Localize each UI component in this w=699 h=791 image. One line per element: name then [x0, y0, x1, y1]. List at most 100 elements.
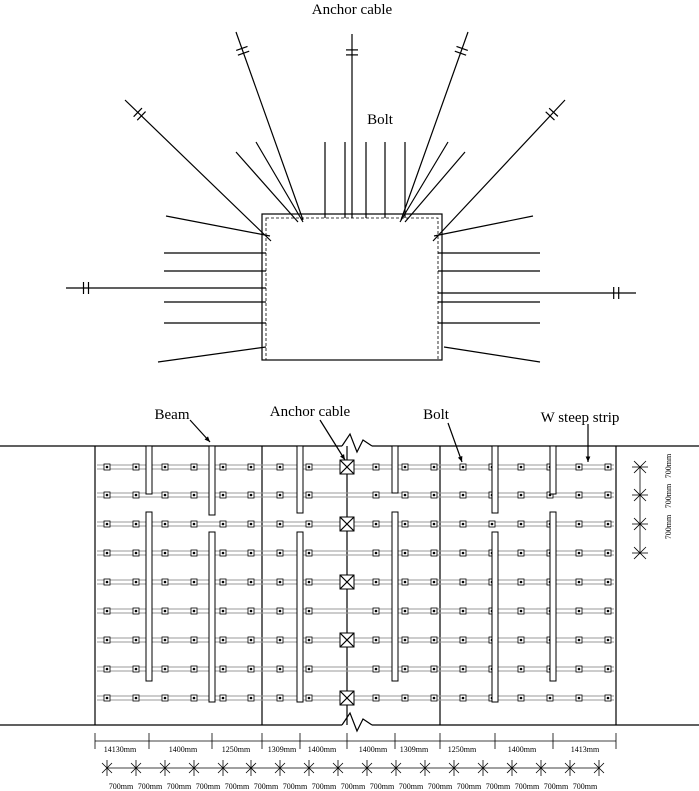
bolt-marker-dot [374, 638, 378, 642]
bolt-marker-dot [221, 609, 225, 613]
bolt-marker-dot [249, 667, 253, 671]
section-anchor-cable-label: Anchor cable [312, 2, 393, 18]
bolt-marker-dot [249, 609, 253, 613]
bolt-marker-dot [374, 522, 378, 526]
bolt-marker-dot [606, 493, 610, 497]
bolt-spacing-slash [303, 762, 315, 774]
bolt-spacing-slash [245, 762, 257, 774]
bolt-marker-dot [221, 638, 225, 642]
bolt-marker-dot [432, 580, 436, 584]
bolt-marker-dot [403, 580, 407, 584]
bolt-marker-dot [192, 609, 196, 613]
beam-strip [296, 531, 304, 703]
bolt-marker-dot [519, 493, 523, 497]
bolt-spacing-slash [274, 762, 286, 774]
bolt-marker-dot [432, 493, 436, 497]
bolt-marker-dot [606, 667, 610, 671]
bolt-marker-dot [134, 465, 138, 469]
bolt-marker-dot [403, 522, 407, 526]
bolt-spacing-dim: 700mm [341, 782, 366, 791]
bolt-marker-dot [278, 696, 282, 700]
bolt-marker-dot [105, 580, 109, 584]
bolt-marker-dot [278, 522, 282, 526]
break-symbol-top [341, 432, 373, 454]
bolt-marker-dot [606, 696, 610, 700]
bolt-pointer-head [457, 456, 463, 462]
roadway-outline [261, 213, 443, 361]
bolt-marker-dot [374, 667, 378, 671]
bolt-marker-dot [403, 609, 407, 613]
bolt-marker-dot [134, 638, 138, 642]
bolt-marker-dot [307, 580, 311, 584]
bolt-marker-dot [519, 551, 523, 555]
bolt-spacing-slash [101, 762, 113, 774]
bolt-marker-dot [519, 696, 523, 700]
bolt-marker-dot [461, 551, 465, 555]
anchor-cable-marker-cross [339, 632, 355, 648]
segment-dim-7: 1309mm [400, 745, 429, 754]
cable-coupler-mark [237, 50, 250, 56]
bolt-marker-dot [278, 609, 282, 613]
bolt-marker-dot [163, 522, 167, 526]
segment-dim-2: 1400mm [169, 745, 198, 754]
bolt-marker-dot [307, 493, 311, 497]
bolt-marker-dot [461, 465, 465, 469]
beam-strip [491, 531, 499, 703]
bolt-marker-dot [163, 551, 167, 555]
bolt-marker-dot [577, 638, 581, 642]
bolt-marker-dot [461, 696, 465, 700]
bolt-spacing-dim: 700mm [457, 782, 482, 791]
bolt-marker-dot [278, 551, 282, 555]
bolt-marker-dot [606, 580, 610, 584]
bolt-marker-dot [606, 465, 610, 469]
section-bolt-line [404, 151, 466, 223]
bolt-spacing-slash [188, 762, 200, 774]
beam-pointer-head [204, 436, 210, 442]
bolt-marker-dot [432, 522, 436, 526]
plan-beam-label: Beam [155, 407, 190, 423]
segment-dims: 14130mm 1400mm 1250mm 1309mm 1400mm 1400… [104, 745, 600, 754]
bolt-marker-dot [163, 465, 167, 469]
section-bolt-line [255, 141, 304, 223]
segment-dim-5: 1400mm [308, 745, 337, 754]
bolt-marker-dot [105, 493, 109, 497]
bolt-marker-dot [192, 551, 196, 555]
section-bolt-line [157, 346, 267, 363]
bolt-marker-dot [461, 580, 465, 584]
bolt-marker-dot [606, 551, 610, 555]
bolt-marker-dot [461, 667, 465, 671]
bolt-marker-dot [403, 638, 407, 642]
beam-strip [296, 445, 304, 514]
bolt-marker-dot [307, 667, 311, 671]
bolt-marker-dot [432, 609, 436, 613]
bolt-marker-dot [403, 696, 407, 700]
anchor-cable-pointer-head [340, 454, 345, 460]
bolt-marker-dot [163, 638, 167, 642]
bolt-marker-dot [221, 551, 225, 555]
bolt-marker-dot [163, 667, 167, 671]
bolt-marker-dot [192, 696, 196, 700]
segment-dim-10: 1413mm [571, 745, 600, 754]
beam-strip [549, 511, 557, 682]
bolt-marker-dot [134, 493, 138, 497]
bolt-marker-dot [519, 638, 523, 642]
bolt-marker-dot [192, 522, 196, 526]
bolt-spacing-slash [419, 762, 431, 774]
bolt-marker-dot [192, 493, 196, 497]
bolt-marker-dot [432, 667, 436, 671]
anchor-cable-marker-cross [339, 516, 355, 532]
beam-strip [549, 445, 557, 495]
anchor-cable-marker-cross [339, 459, 355, 475]
bolt-marker-dot [307, 696, 311, 700]
bolt-marker-dot [307, 522, 311, 526]
bolt-spacing-dim: 700mm [573, 782, 598, 791]
anchor-cable-pointer [319, 419, 346, 461]
bolt-spacing-dim: 700mm [428, 782, 453, 791]
bolt-spacing-slash [477, 762, 489, 774]
bolt-marker-dot [403, 493, 407, 497]
bolt-marker-dot [134, 580, 138, 584]
bolt-marker-dot [278, 638, 282, 642]
bolt-marker-dot [403, 465, 407, 469]
plan-bolt-label: Bolt [423, 407, 450, 423]
